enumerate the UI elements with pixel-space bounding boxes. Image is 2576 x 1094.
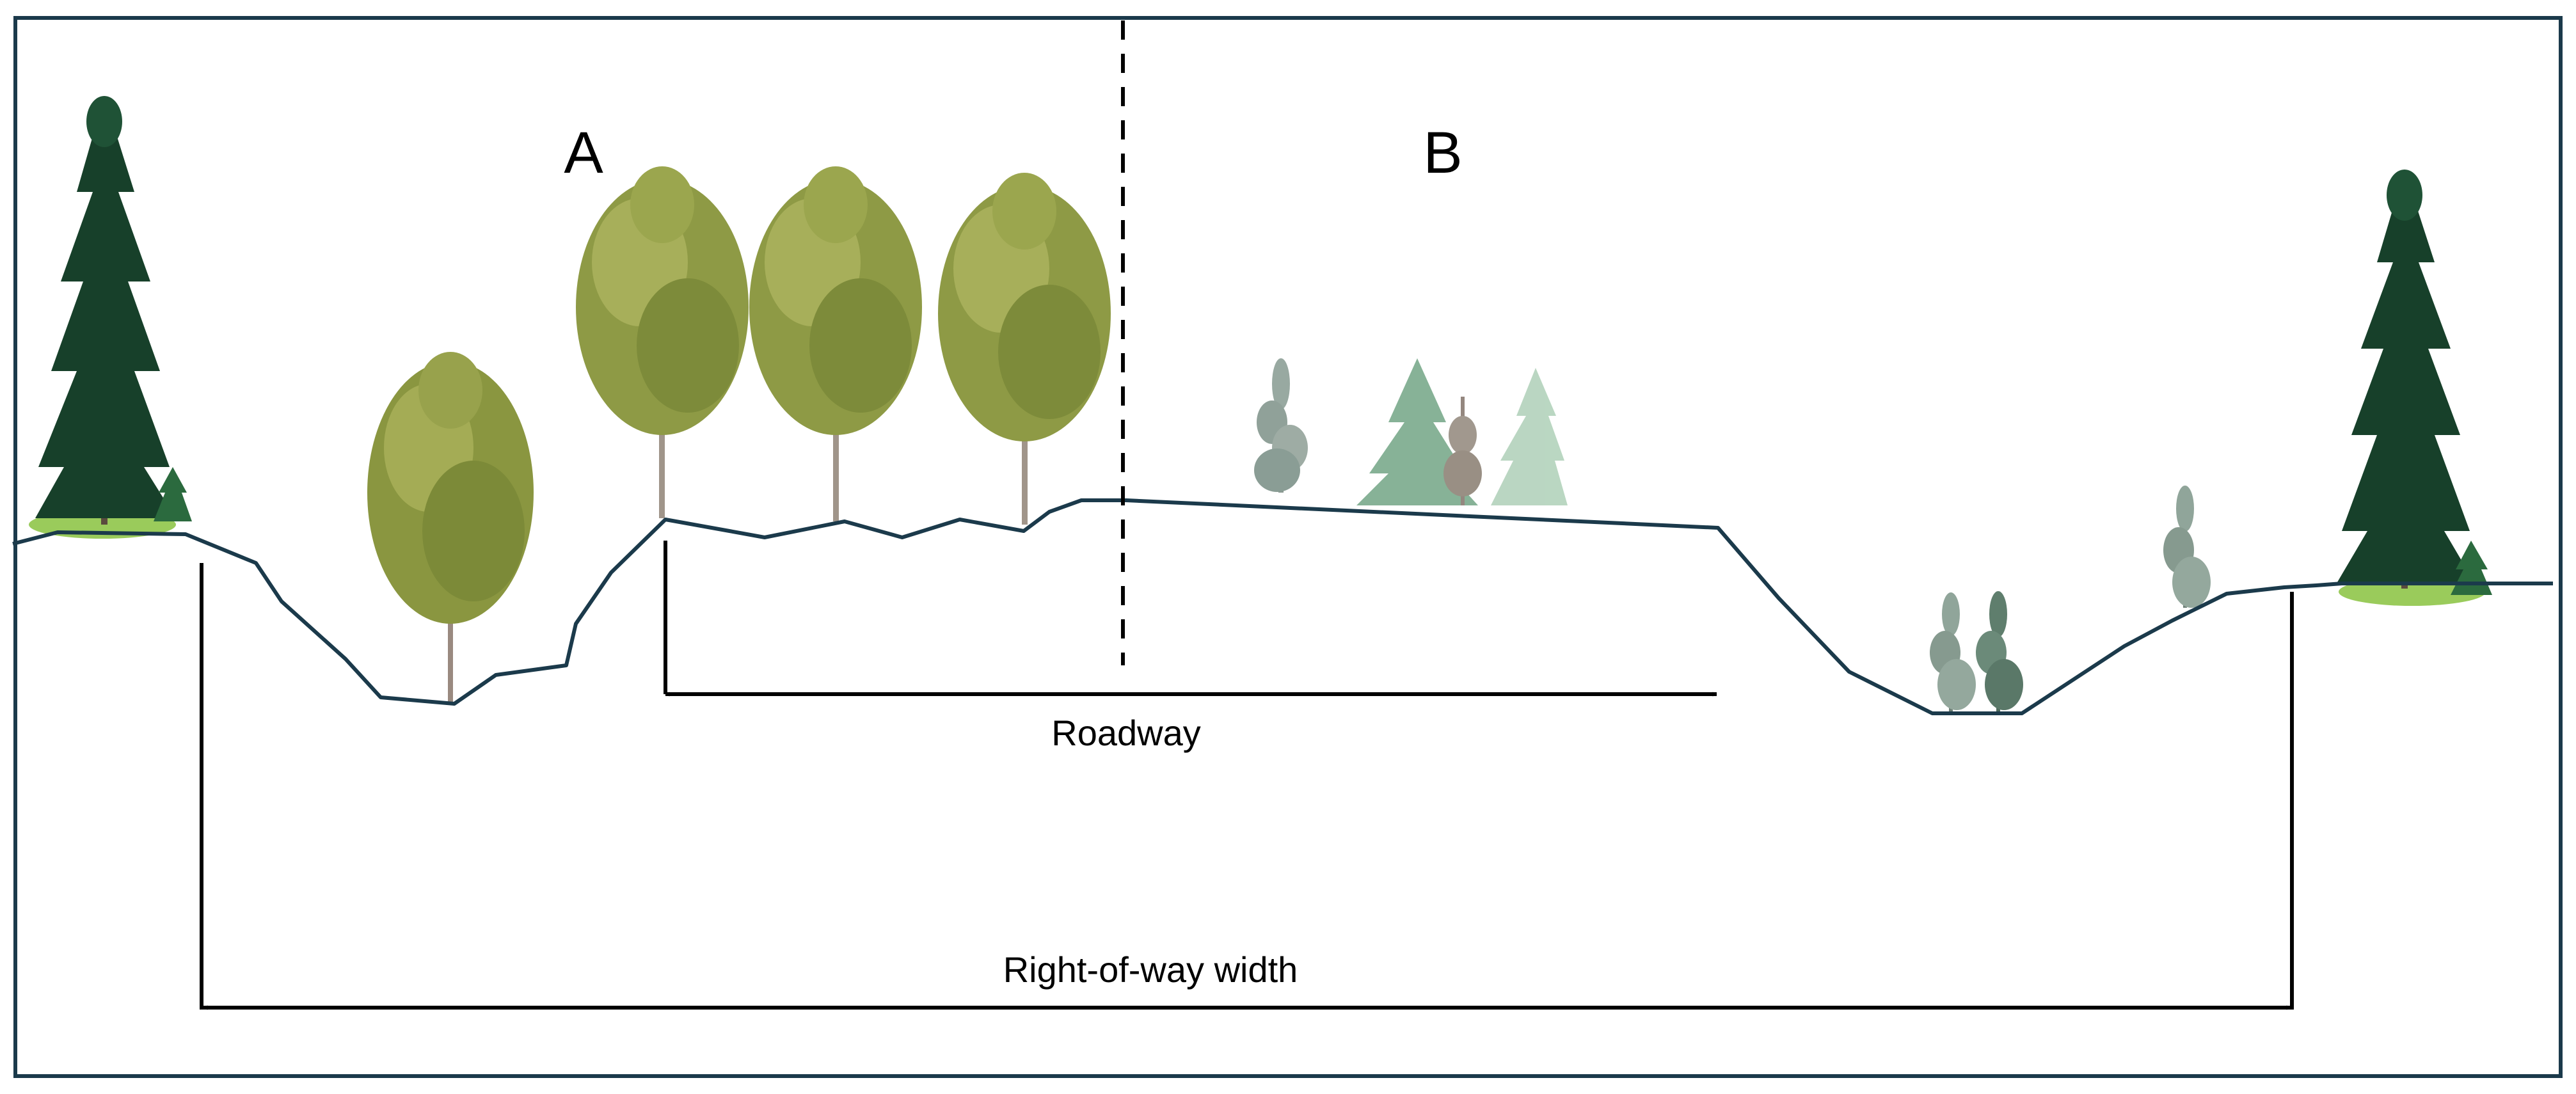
sapling-group-b bbox=[1254, 358, 1568, 505]
spruce-tree-icon bbox=[35, 96, 176, 525]
broadleaf-tree-icon bbox=[749, 166, 922, 521]
right-of-way-label: Right-of-way width bbox=[1003, 949, 1298, 990]
spruce-tree-icon bbox=[2335, 170, 2476, 589]
young-shrub-icon bbox=[2163, 486, 2211, 608]
right-edge-forest bbox=[2335, 170, 2492, 606]
terrain-profile-line bbox=[12, 498, 2553, 715]
broadleaf-tree-icon bbox=[576, 166, 749, 518]
broadleaf-tree-icon bbox=[938, 173, 1111, 525]
young-shrub-icon bbox=[1254, 358, 1308, 493]
section-label-b: B bbox=[1423, 120, 1462, 186]
spruce-tree-icon bbox=[154, 467, 192, 521]
broadleaf-tree-icon bbox=[367, 352, 534, 704]
young-shrub-icon bbox=[1930, 592, 1976, 713]
young-shrub-icon bbox=[1491, 368, 1568, 505]
roadway-label: Roadway bbox=[1051, 713, 1200, 753]
deciduous-tree-group-a bbox=[367, 166, 1111, 704]
section-label-a: A bbox=[564, 120, 603, 186]
left-edge-forest bbox=[29, 96, 192, 539]
young-shrub-icon bbox=[1443, 397, 1482, 505]
ditch-shrubs bbox=[1930, 486, 2211, 713]
young-shrub-icon bbox=[1976, 591, 2023, 713]
spruce-tree-icon bbox=[2451, 541, 2492, 595]
